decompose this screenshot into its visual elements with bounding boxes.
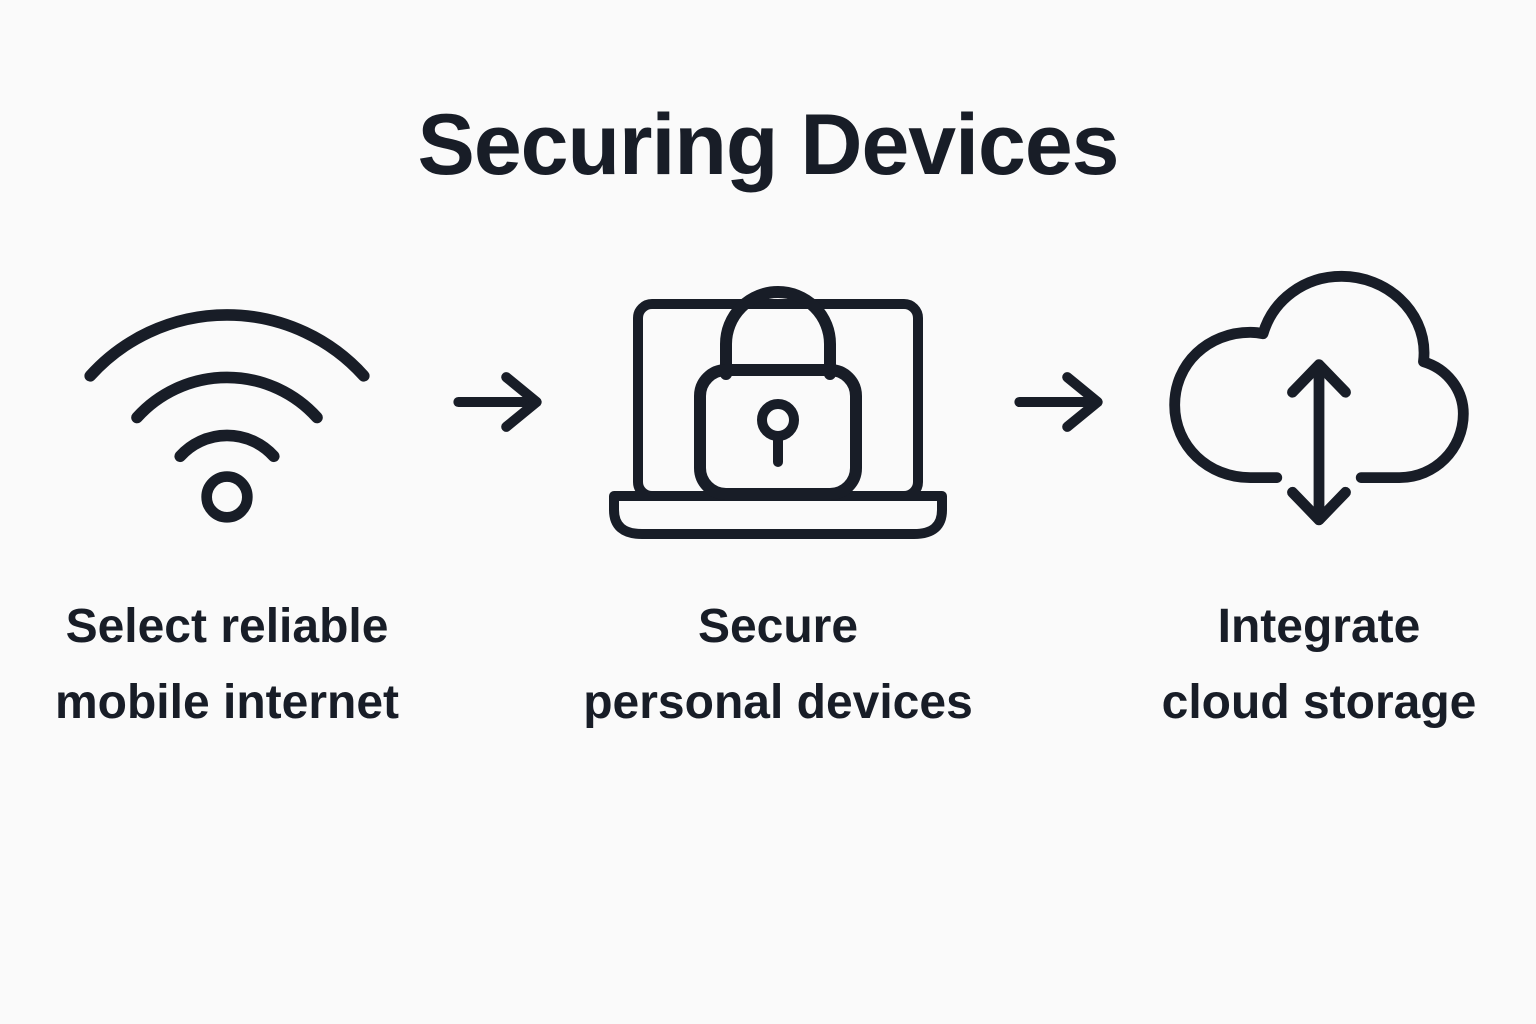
cloud-sync-icon <box>1157 257 1481 547</box>
caption-line: Secure <box>697 600 859 653</box>
right-arrow-icon <box>450 257 546 547</box>
laptop-lock-svg <box>609 286 947 539</box>
right-arrow-svg <box>1013 372 1103 432</box>
step-caption: Select reliable mobile internet <box>55 589 399 741</box>
caption-line: Select reliable <box>65 600 389 653</box>
step-cloud-storage: Integrate cloud storage <box>1107 257 1532 741</box>
caption-line: personal devices <box>583 675 973 729</box>
step-personal-devices: Secure personal devices <box>546 257 1011 741</box>
caption-line: cloud storage <box>1161 675 1477 729</box>
page-title: Securing Devices <box>417 97 1119 193</box>
step-caption: Secure personal devices <box>583 589 973 741</box>
wifi-icon <box>72 257 382 547</box>
cloud-sync-svg <box>1169 270 1469 526</box>
wifi-icon-svg <box>84 309 370 523</box>
right-arrow-svg <box>452 372 542 432</box>
right-arrow-icon <box>1011 257 1107 547</box>
process-flow: Select reliable mobile internet <box>5 257 1532 741</box>
caption-line: mobile internet <box>54 675 400 729</box>
caption-line: Integrate <box>1217 600 1421 653</box>
step-mobile-internet: Select reliable mobile internet <box>5 257 450 741</box>
laptop-lock-icon <box>608 257 948 547</box>
step-caption: Integrate cloud storage <box>1162 589 1477 741</box>
